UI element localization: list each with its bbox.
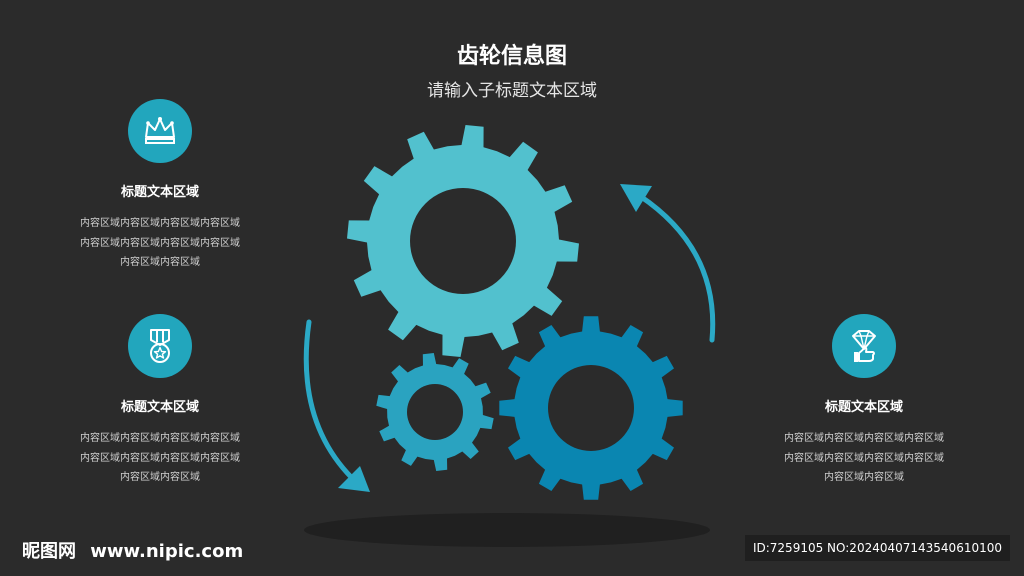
watermark-brand-name: 昵图网 <box>22 541 76 562</box>
feature-block-2: 标题文本区域 内容区域内容区域内容区域内容区域 内容区域内容区域内容区域内容区域… <box>60 314 260 488</box>
feature-3-body: 内容区域内容区域内容区域内容区域 内容区域内容区域内容区域内容区域 内容区域内容… <box>784 433 944 483</box>
feature-2-title: 标题文本区域 <box>120 400 199 415</box>
page-title: 齿轮信息图 <box>456 44 567 69</box>
feature-2-body: 内容区域内容区域内容区域内容区域 内容区域内容区域内容区域内容区域 内容区域内容… <box>80 433 240 483</box>
gear-shadow <box>304 513 710 547</box>
left-arrow <box>303 319 355 481</box>
right-arrow <box>637 193 716 343</box>
gear-medium-hole <box>548 365 634 451</box>
feature-1-icon-circle <box>128 99 192 163</box>
watermark-id: ID:7259105 NO:20240407143540610100 <box>744 535 1010 561</box>
gear-small-hole <box>407 384 463 440</box>
feature-block-3: 标题文本区域 内容区域内容区域内容区域内容区域 内容区域内容区域内容区域内容区域… <box>764 314 964 488</box>
feature-3-icon-circle <box>832 314 896 378</box>
feature-1-title: 标题文本区域 <box>120 185 199 200</box>
watermark-brand: 昵图网 www.nipic.com <box>22 537 243 563</box>
feature-3-title: 标题文本区域 <box>824 400 903 415</box>
medal-icon <box>150 329 170 363</box>
gear-large-hole <box>410 188 516 294</box>
feature-2-icon-circle <box>128 314 192 378</box>
right-arrow-head <box>620 184 652 212</box>
page-subtitle: 请输入子标题文本区域 <box>427 81 597 101</box>
diamond-hand-icon <box>852 330 876 362</box>
left-arrow-head <box>338 466 370 492</box>
crown-icon <box>145 117 175 144</box>
feature-1-body: 内容区域内容区域内容区域内容区域 内容区域内容区域内容区域内容区域 内容区域内容… <box>80 218 240 268</box>
feature-block-1: 标题文本区域 内容区域内容区域内容区域内容区域 内容区域内容区域内容区域内容区域… <box>60 99 260 273</box>
watermark-site: www.nipic.com <box>90 541 244 562</box>
